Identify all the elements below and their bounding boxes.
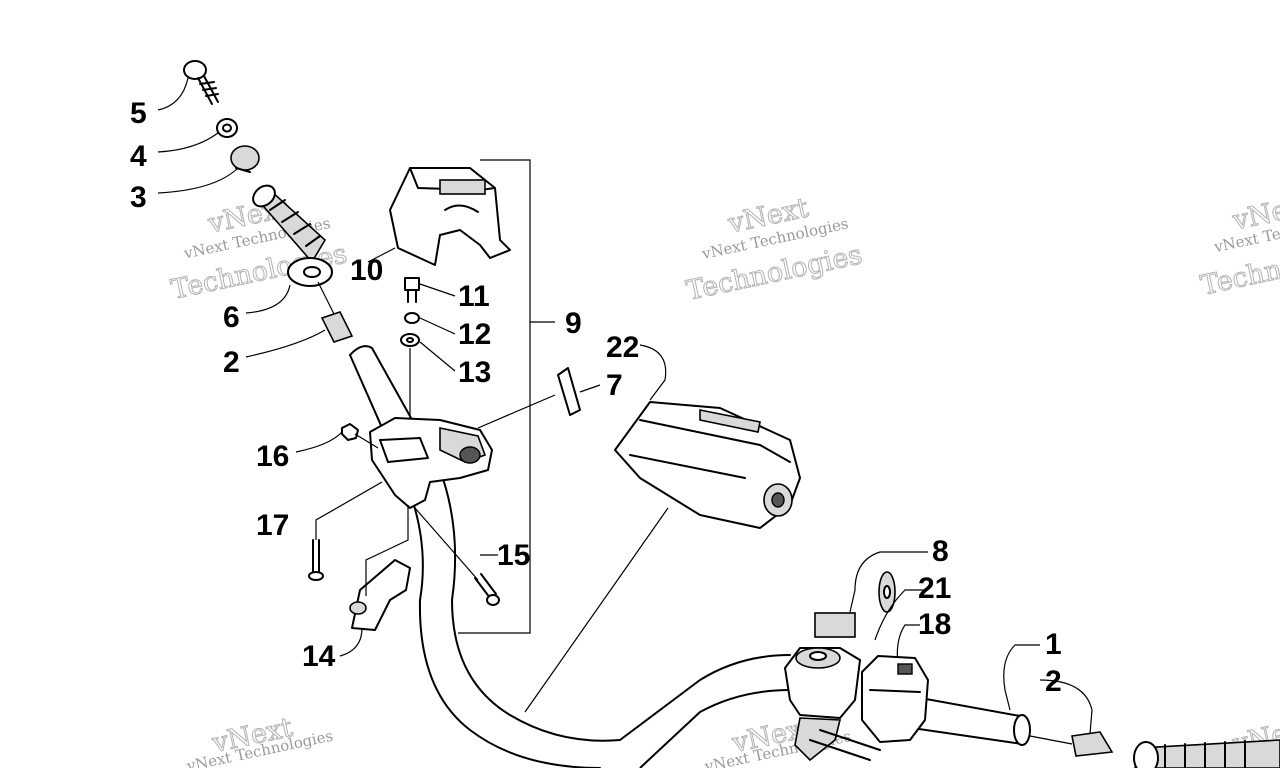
callout-11: 11 [458, 280, 490, 313]
callout-14: 14 [302, 640, 336, 673]
callout-2-right: 2 [1045, 665, 1062, 698]
callout-8: 8 [932, 535, 949, 568]
callout-5: 5 [130, 97, 147, 130]
part-17-bolt [308, 539, 324, 581]
part-11-screw [404, 277, 420, 303]
part-grip-right [1133, 739, 1280, 768]
part-throttle-housing [369, 417, 493, 509]
callout-22: 22 [606, 331, 639, 364]
callout-17: 17 [256, 509, 289, 542]
bracket-9 [458, 159, 555, 634]
part-10-cover [389, 167, 511, 266]
part-21-washer [878, 571, 896, 613]
part-15-bolt [474, 573, 500, 606]
watermark-2: vNext vNext Technologies Technologies [683, 192, 865, 307]
part-grip-left [252, 184, 327, 264]
part-2-sleeve-left [317, 281, 354, 343]
callout-1: 1 [1045, 628, 1062, 661]
part-brake-master-cylinder [784, 647, 881, 762]
callout-21: 21 [918, 572, 951, 605]
part-2-sleeve-right [1071, 731, 1114, 757]
part-6-washer [287, 257, 333, 287]
part-12-lockwasher [404, 312, 420, 324]
callout-9: 9 [565, 307, 582, 340]
part-13-washer [400, 333, 420, 347]
callout-labels: 5 4 3 6 2 10 11 12 13 9 22 7 16 17 15 14… [130, 97, 1062, 698]
callout-3: 3 [130, 181, 147, 214]
callout-7: 7 [606, 369, 623, 402]
part-16-nut [341, 423, 359, 441]
part-8-label [814, 612, 856, 638]
callout-4: 4 [130, 140, 147, 173]
part-22-handguard [614, 401, 801, 529]
callout-13: 13 [458, 356, 491, 389]
callout-18: 18 [918, 608, 951, 641]
part-14-lever [349, 559, 411, 631]
handlebar [349, 345, 1031, 768]
part-7-decal [557, 367, 581, 416]
callout-16: 16 [256, 440, 289, 473]
watermark-3: vNext vNext Technologies Technologies [1198, 189, 1280, 302]
callout-15: 15 [497, 539, 530, 572]
part-4-washer [216, 118, 238, 138]
part-5-bolt [183, 60, 219, 105]
watermark-4: vNext vNext Technologies [184, 712, 334, 768]
callout-6: 6 [223, 301, 240, 334]
part-18-switch-housing [861, 655, 929, 743]
callout-12: 12 [458, 318, 491, 351]
part-3-end-cap [230, 145, 260, 173]
callout-2-left: 2 [223, 346, 240, 379]
callout-10: 10 [350, 254, 383, 287]
